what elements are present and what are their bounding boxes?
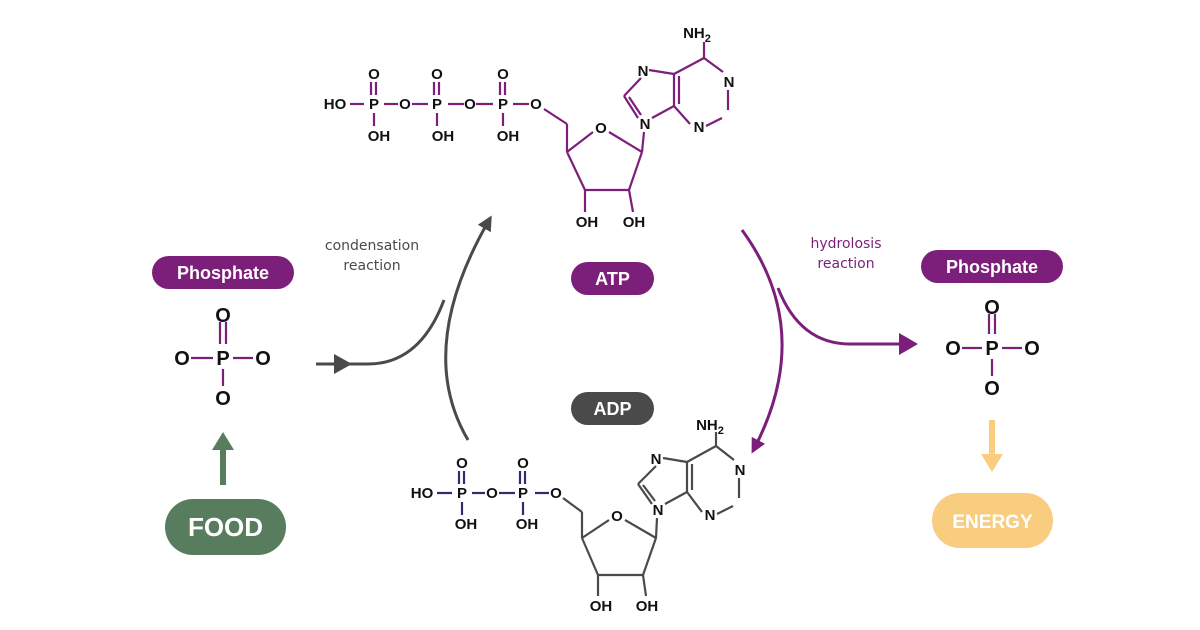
adp-n3: N bbox=[705, 507, 716, 524]
atp-n7: N bbox=[638, 63, 649, 80]
atp-o-top3: O bbox=[497, 66, 509, 83]
adp-phosphate-bonds bbox=[437, 471, 549, 515]
atp-p2: P bbox=[432, 96, 442, 113]
hydrolosis-caption-line1: hydrolosis bbox=[811, 236, 882, 252]
hydrolosis-caption-line2: reaction bbox=[817, 256, 874, 272]
adp-amine: NH2 bbox=[696, 417, 724, 437]
condensation-caption-line1: condensation bbox=[325, 238, 419, 254]
atp-oh2: OH bbox=[432, 128, 455, 145]
condensation-caption-line2: reaction bbox=[343, 258, 400, 274]
adp-molecule: HO P O P O O O OH OH O OH OH N N N N NH2 bbox=[411, 417, 746, 615]
atp-oh3: OH bbox=[497, 128, 520, 145]
phosphate-left-bonds bbox=[191, 322, 253, 386]
atp-molecule: HO P O P O P O O O O OH OH OH O OH OH N … bbox=[324, 25, 735, 231]
phosphate-left-molecule: O O P O O bbox=[174, 305, 271, 410]
phosphate-input-arrow bbox=[316, 299, 446, 366]
atp-atoms: HO P O P O P O O O O OH OH OH O OH OH N … bbox=[324, 25, 735, 231]
adp-p1: P bbox=[457, 485, 467, 502]
adp-atoms: HO P O P O O O OH OH O OH OH N N N N NH2 bbox=[411, 417, 746, 615]
adp-ribose-oh2: OH bbox=[636, 598, 659, 615]
phosphate-left-p: P bbox=[216, 348, 229, 370]
phosphate-input-arrowhead bbox=[334, 354, 352, 374]
adp-o-top1: O bbox=[456, 455, 468, 472]
atp-n1: N bbox=[724, 74, 735, 91]
atp-o-bridge2: O bbox=[464, 96, 476, 113]
phosphate-right-o-right: O bbox=[1024, 338, 1040, 360]
atp-p1: P bbox=[369, 96, 379, 113]
atp-ribose-oh2: OH bbox=[623, 214, 646, 231]
adp-ribose-oh1: OH bbox=[590, 598, 613, 615]
phosphate-right-o-bottom: O bbox=[984, 378, 1000, 400]
hydrolysis-arrow bbox=[740, 229, 784, 454]
food-pill bbox=[165, 499, 286, 555]
phosphate-output-arrowhead bbox=[899, 333, 918, 355]
adp-n1: N bbox=[735, 462, 746, 479]
atp-label: ATP bbox=[595, 269, 630, 289]
atp-n3: N bbox=[694, 119, 705, 136]
condensation-arrow bbox=[444, 215, 492, 441]
adp-p2: P bbox=[518, 485, 528, 502]
atp-amine: NH2 bbox=[683, 25, 711, 45]
phosphate-right-molecule: O O P O O bbox=[945, 297, 1040, 400]
phosphate-left-o-right: O bbox=[255, 348, 271, 370]
energy-pill bbox=[932, 493, 1053, 548]
adp-n7: N bbox=[651, 451, 662, 468]
atp-oh1: OH bbox=[368, 128, 391, 145]
atp-o-top2: O bbox=[431, 66, 443, 83]
atp-o-top1: O bbox=[368, 66, 380, 83]
adp-n9: N bbox=[653, 502, 664, 519]
atp-ring-bonds bbox=[565, 42, 730, 213]
adp-o-bridge2: O bbox=[550, 485, 562, 502]
atp-p3: P bbox=[498, 96, 508, 113]
atp-ribose-oh1: OH bbox=[576, 214, 599, 231]
atp-o-bridge3: O bbox=[530, 96, 542, 113]
phosphate-right-label: Phosphate bbox=[946, 257, 1038, 277]
energy-arrow-head bbox=[981, 454, 1003, 472]
energy-label: ENERGY bbox=[952, 512, 1033, 533]
adp-ho-label: HO bbox=[411, 485, 434, 502]
atp-phosphate-bonds bbox=[350, 82, 568, 126]
food-arrow-head bbox=[212, 432, 234, 450]
phosphate-left-label: Phosphate bbox=[177, 263, 269, 283]
adp-o-top2: O bbox=[517, 455, 529, 472]
phosphate-right-bonds bbox=[962, 314, 1022, 376]
atp-o-bridge1: O bbox=[399, 96, 411, 113]
phosphate-right-o-top: O bbox=[984, 297, 1000, 319]
phosphate-left-o-bottom: O bbox=[215, 388, 231, 410]
atp-ribose-o: O bbox=[595, 120, 607, 137]
phosphate-right-pill bbox=[921, 250, 1063, 283]
atp-n9: N bbox=[640, 116, 651, 133]
phosphate-right-p: P bbox=[985, 338, 998, 360]
atp-ho-label: HO bbox=[324, 96, 347, 113]
food-label: FOOD bbox=[188, 512, 263, 542]
adp-oh2: OH bbox=[516, 516, 539, 533]
adp-label: ADP bbox=[593, 399, 631, 419]
adp-oh1: OH bbox=[455, 516, 478, 533]
phosphate-left-pill bbox=[152, 256, 294, 289]
adp-ribose-o: O bbox=[611, 508, 623, 525]
atp-pill bbox=[571, 262, 654, 295]
phosphate-left-o-left: O bbox=[174, 348, 190, 370]
adp-o-bridge1: O bbox=[486, 485, 498, 502]
adp-pill bbox=[571, 392, 654, 425]
phosphate-left-o-top: O bbox=[215, 305, 231, 327]
phosphate-output-arrow bbox=[776, 287, 908, 346]
adp-ring-bonds bbox=[562, 432, 741, 597]
phosphate-right-o-left: O bbox=[945, 338, 961, 360]
